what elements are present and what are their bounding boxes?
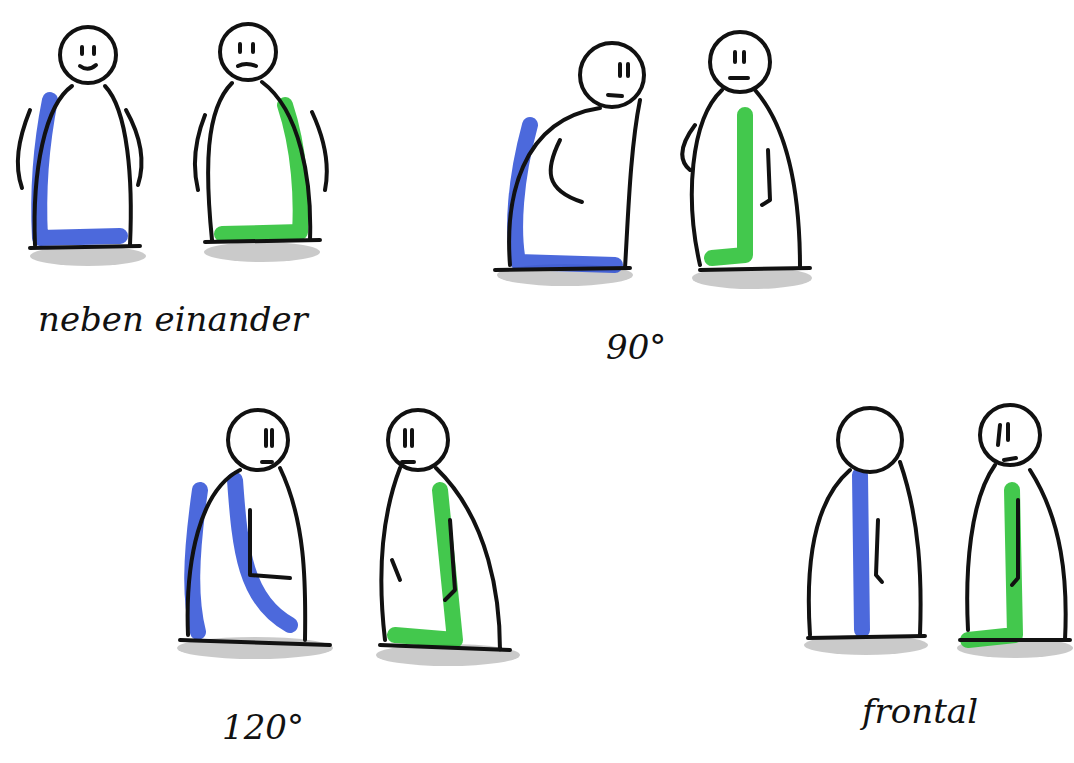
floor-shadow — [204, 242, 320, 262]
body-outline — [808, 462, 925, 638]
head-circle — [228, 410, 288, 470]
position-label: 90° — [606, 330, 666, 364]
position-label: neben einander — [38, 302, 308, 336]
head-circle — [220, 24, 276, 80]
face — [730, 52, 748, 78]
person-figure — [682, 32, 812, 289]
head-circle — [980, 405, 1040, 465]
head-circle — [60, 27, 116, 83]
body-outline — [380, 468, 510, 650]
arm-line — [195, 112, 327, 190]
face — [238, 44, 256, 66]
body-outline — [180, 468, 330, 645]
color-mark — [860, 475, 862, 630]
face — [262, 430, 272, 462]
arm-line — [1012, 500, 1018, 585]
face — [998, 424, 1016, 460]
head-circle — [388, 410, 448, 470]
body-outline — [205, 82, 320, 242]
arm-line — [392, 520, 455, 600]
color-mark — [39, 100, 120, 238]
arm-line — [682, 125, 770, 205]
face — [80, 47, 96, 69]
person-figure — [804, 408, 928, 655]
head-circle — [710, 32, 770, 92]
person-figure — [495, 43, 644, 286]
color-mark — [395, 490, 455, 640]
position-label: frontal — [862, 694, 978, 728]
person-figure — [957, 405, 1073, 658]
color-mark — [222, 105, 301, 234]
head-circle — [838, 408, 902, 472]
face — [608, 64, 628, 96]
position-label: 120° — [222, 710, 304, 744]
body-outline — [692, 90, 810, 270]
body-outline — [30, 86, 140, 248]
body-outline — [960, 465, 1070, 640]
arm-line — [876, 520, 882, 582]
head-circle — [580, 43, 644, 107]
body-outline — [495, 100, 640, 270]
color-mark — [515, 125, 615, 265]
person-figure — [195, 24, 327, 262]
arm-line — [551, 140, 582, 202]
arm-line — [250, 510, 290, 578]
person-figure — [177, 410, 333, 659]
face — [402, 430, 414, 462]
color-mark — [712, 115, 745, 258]
arm-line — [18, 110, 142, 188]
person-figure — [376, 410, 520, 666]
person-figure — [18, 27, 146, 266]
